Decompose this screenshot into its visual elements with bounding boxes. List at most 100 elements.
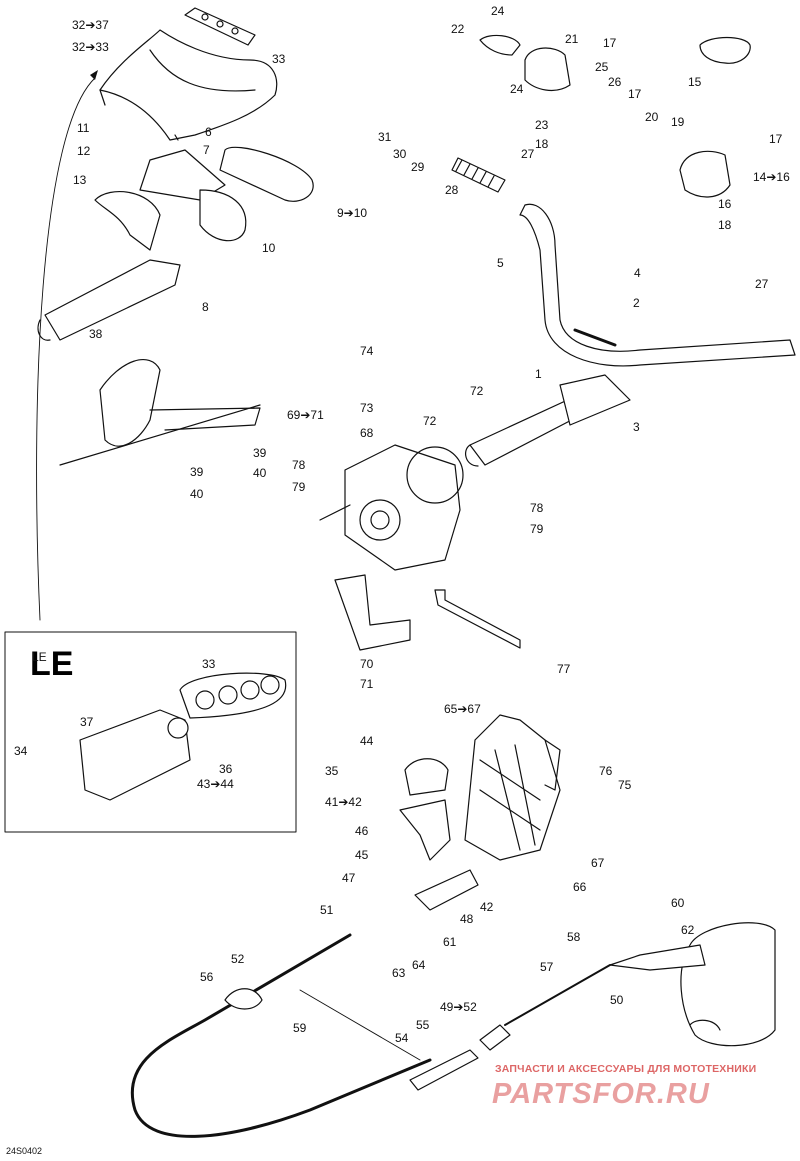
callout-label: 34 bbox=[14, 744, 28, 758]
callout-label: 38 bbox=[89, 327, 103, 341]
callout-label: 19 bbox=[671, 115, 685, 129]
callout-label: 11 bbox=[77, 121, 90, 135]
callout-label: 33 bbox=[202, 657, 216, 671]
callout-label: 57 bbox=[540, 960, 554, 974]
steering-stem-part bbox=[464, 374, 631, 467]
jet-nozzle-part bbox=[609, 922, 776, 1047]
callout-label: 51 bbox=[320, 903, 334, 917]
callout-label: 49➔52 bbox=[440, 1000, 477, 1014]
callout-label: 18 bbox=[535, 137, 549, 151]
callout-label: 61 bbox=[443, 935, 457, 949]
callout-label: 2 bbox=[633, 296, 640, 310]
callout-label: 78 bbox=[530, 501, 544, 515]
callout-label: 15 bbox=[688, 75, 702, 89]
callout-label: 22 bbox=[451, 22, 465, 36]
throttle-grip-part bbox=[451, 157, 506, 193]
callout-label: 75 bbox=[618, 778, 632, 792]
callout-label: 20 bbox=[645, 110, 659, 124]
throttle-housing-part bbox=[679, 150, 731, 198]
callout-label: 64 bbox=[412, 958, 426, 972]
callout-label: 76 bbox=[599, 764, 613, 778]
mount-bracket-part bbox=[464, 714, 561, 861]
callout-label: 5 bbox=[497, 256, 504, 270]
callout-label: 23 bbox=[535, 118, 549, 132]
callout-label: 47 bbox=[342, 871, 356, 885]
handlebar-padding-part bbox=[99, 29, 278, 141]
callout-label: 43➔44 bbox=[197, 777, 234, 791]
callout-label: 73 bbox=[360, 401, 374, 415]
callout-label: 79 bbox=[530, 522, 544, 536]
callout-label: 30 bbox=[393, 147, 407, 161]
callout-label: 68 bbox=[360, 426, 374, 440]
callout-label: 31 bbox=[378, 130, 392, 144]
le-inset-parts bbox=[79, 672, 287, 801]
callout-label: 14➔16 bbox=[753, 170, 790, 184]
left-bracket-part bbox=[59, 359, 261, 466]
callout-label: 18 bbox=[718, 218, 732, 232]
callout-label: 10 bbox=[262, 241, 276, 255]
callout-label: 24 bbox=[491, 4, 505, 18]
callout-label: 56 bbox=[200, 970, 214, 984]
callout-label: 45 bbox=[355, 848, 369, 862]
callout-label: 26 bbox=[608, 75, 622, 89]
callout-label: 41➔42 bbox=[325, 795, 362, 809]
watermark-brand: PARTSFOR.RU bbox=[492, 1078, 710, 1110]
callout-label: 6 bbox=[205, 125, 212, 139]
callout-label: 1 bbox=[535, 367, 542, 381]
watermark-subtitle: ЗАПЧАСТИ И АКСЕССУАРЫ ДЛЯ МОТОТЕХНИКИ bbox=[495, 1063, 757, 1075]
callout-label: 35 bbox=[325, 764, 339, 778]
callout-label: 40 bbox=[190, 487, 204, 501]
callout-label: 72 bbox=[423, 414, 437, 428]
callout-leader-line bbox=[299, 989, 421, 1061]
callout-label: 71 bbox=[360, 677, 374, 691]
callout-label: 39 bbox=[190, 465, 204, 479]
callout-label: 32➔33 bbox=[72, 40, 109, 54]
handlebar-knurl-mark bbox=[573, 328, 617, 347]
callout-label: 32➔37 bbox=[72, 18, 109, 32]
callout-label: 77 bbox=[557, 662, 571, 676]
callout-label: 29 bbox=[411, 160, 425, 174]
switch-housing-part bbox=[479, 34, 571, 92]
callout-label: 42 bbox=[480, 900, 494, 914]
callout-label: 13 bbox=[73, 173, 87, 187]
callout-label: 7 bbox=[203, 143, 210, 157]
callout-label: 63 bbox=[392, 966, 406, 980]
steering-cable-part bbox=[130, 933, 611, 1138]
cable-clamp-part bbox=[399, 758, 451, 861]
callout-label: 16 bbox=[718, 197, 732, 211]
shaft-part bbox=[434, 589, 521, 649]
callout-label: 4 bbox=[634, 266, 641, 280]
callout-label: 46 bbox=[355, 824, 369, 838]
callout-label: 21 bbox=[565, 32, 579, 46]
callout-label: 8 bbox=[202, 300, 209, 314]
cap-strip-part bbox=[184, 7, 256, 46]
callout-label: 60 bbox=[671, 896, 685, 910]
callout-label: 50 bbox=[610, 993, 624, 1007]
callout-label: 24 bbox=[510, 82, 524, 96]
housing-bracket-part bbox=[334, 574, 411, 651]
callout-label: 72 bbox=[470, 384, 484, 398]
callout-label: 67 bbox=[591, 856, 605, 870]
callout-label: 40 bbox=[253, 466, 267, 480]
callout-label: 33 bbox=[272, 52, 286, 66]
callout-label: 36 bbox=[219, 762, 233, 776]
callout-label: 74 bbox=[360, 344, 374, 358]
lever-part bbox=[414, 869, 479, 911]
callout-label: 17 bbox=[603, 36, 617, 50]
callout-label: 79 bbox=[292, 480, 306, 494]
handlebar-part bbox=[519, 203, 796, 367]
left-handle-housing-part bbox=[37, 149, 247, 341]
callout-label: 12 bbox=[77, 144, 91, 158]
callout-label: 55 bbox=[416, 1018, 430, 1032]
callout-label: 9➔10 bbox=[337, 206, 368, 220]
callout-label: 48 bbox=[460, 912, 474, 926]
callout-label: 78 bbox=[292, 458, 306, 472]
callout-label: 54 bbox=[395, 1031, 409, 1045]
callout-label: 3 bbox=[633, 420, 640, 434]
callout-label: 27 bbox=[521, 147, 535, 161]
callout-label: 59 bbox=[293, 1021, 307, 1035]
leader-arrowhead bbox=[90, 70, 98, 80]
callout-leader-line bbox=[36, 77, 96, 621]
callout-label: 44 bbox=[360, 734, 374, 748]
